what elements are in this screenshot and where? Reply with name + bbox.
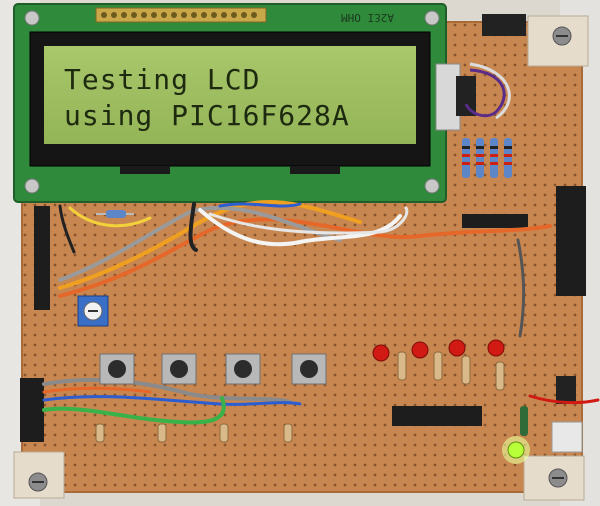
resistor-horizontal — [96, 210, 134, 218]
mount-pad-bottom-left — [13, 451, 65, 499]
power-jack — [482, 14, 526, 36]
white-wire — [469, 62, 511, 120]
push-button-2 — [161, 353, 197, 385]
lcd-line-1: Testing LCD — [64, 63, 260, 96]
ic-socket-header — [392, 406, 482, 426]
purple-wire — [464, 68, 506, 118]
lcd-tab — [290, 166, 340, 174]
lcd-mount-hole — [424, 10, 440, 26]
red-led-1 — [372, 344, 390, 362]
red-led-4 — [487, 339, 505, 357]
mount-pad-top-right — [527, 15, 589, 67]
red-led-2 — [411, 341, 429, 359]
right-header-strip — [556, 186, 586, 296]
lcd-mount-hole — [24, 178, 40, 194]
left-lower-header — [20, 378, 44, 442]
lcd-screen — [44, 46, 416, 144]
red-led-3 — [448, 339, 466, 357]
push-button-3 — [225, 353, 261, 385]
left-header-strip — [34, 206, 50, 310]
wiring-bundle — [42, 200, 600, 425]
push-button-1 — [99, 353, 135, 385]
white-connector — [551, 421, 583, 453]
black-component — [556, 376, 576, 404]
trimmer-potentiometer — [77, 295, 109, 327]
mount-pad-bottom-right — [523, 455, 585, 501]
led-resistors — [397, 351, 505, 391]
lcd-module: A2ƐI OHM Testing LCD using PIC16F628A — [13, 3, 447, 203]
lcd-silkscreen: A2ƐI OHM — [341, 11, 394, 24]
small-header — [462, 214, 528, 228]
diode — [520, 406, 528, 436]
voltage-regulator — [435, 63, 476, 131]
push-button-4 — [291, 353, 327, 385]
resistor-array — [462, 138, 512, 178]
lcd-line-2: using PIC16F628A — [64, 99, 350, 132]
lcd-mount-hole — [24, 10, 40, 26]
lcd-mount-hole — [424, 178, 440, 194]
lcd-tab — [120, 166, 170, 174]
button-resistors — [95, 423, 293, 443]
green-led — [502, 436, 530, 464]
lcd-header-pins — [95, 7, 267, 23]
